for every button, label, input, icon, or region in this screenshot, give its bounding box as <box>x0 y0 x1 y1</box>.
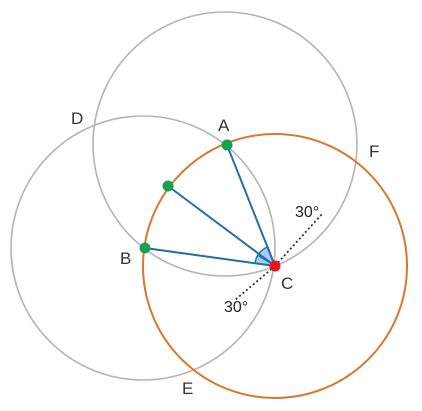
circle-upper <box>92 11 358 277</box>
point-c <box>269 260 281 272</box>
dotted-line-lower <box>234 265 276 301</box>
point-a <box>221 139 233 151</box>
angle-label-lower: 30° <box>224 299 248 316</box>
segment-cb <box>144 247 276 267</box>
label-c: C <box>281 274 293 293</box>
label-a: A <box>218 116 230 135</box>
segment-ca <box>226 144 276 267</box>
label-b: B <box>120 249 131 268</box>
label-f: F <box>369 142 379 161</box>
label-e: E <box>182 379 193 398</box>
label-d: D <box>71 109 83 128</box>
point-mid <box>162 180 174 192</box>
segment-cm <box>167 185 276 267</box>
angle-label-upper: 30° <box>295 204 319 221</box>
point-b <box>139 242 151 254</box>
circle-orange <box>142 133 408 399</box>
circle-left <box>10 115 276 381</box>
